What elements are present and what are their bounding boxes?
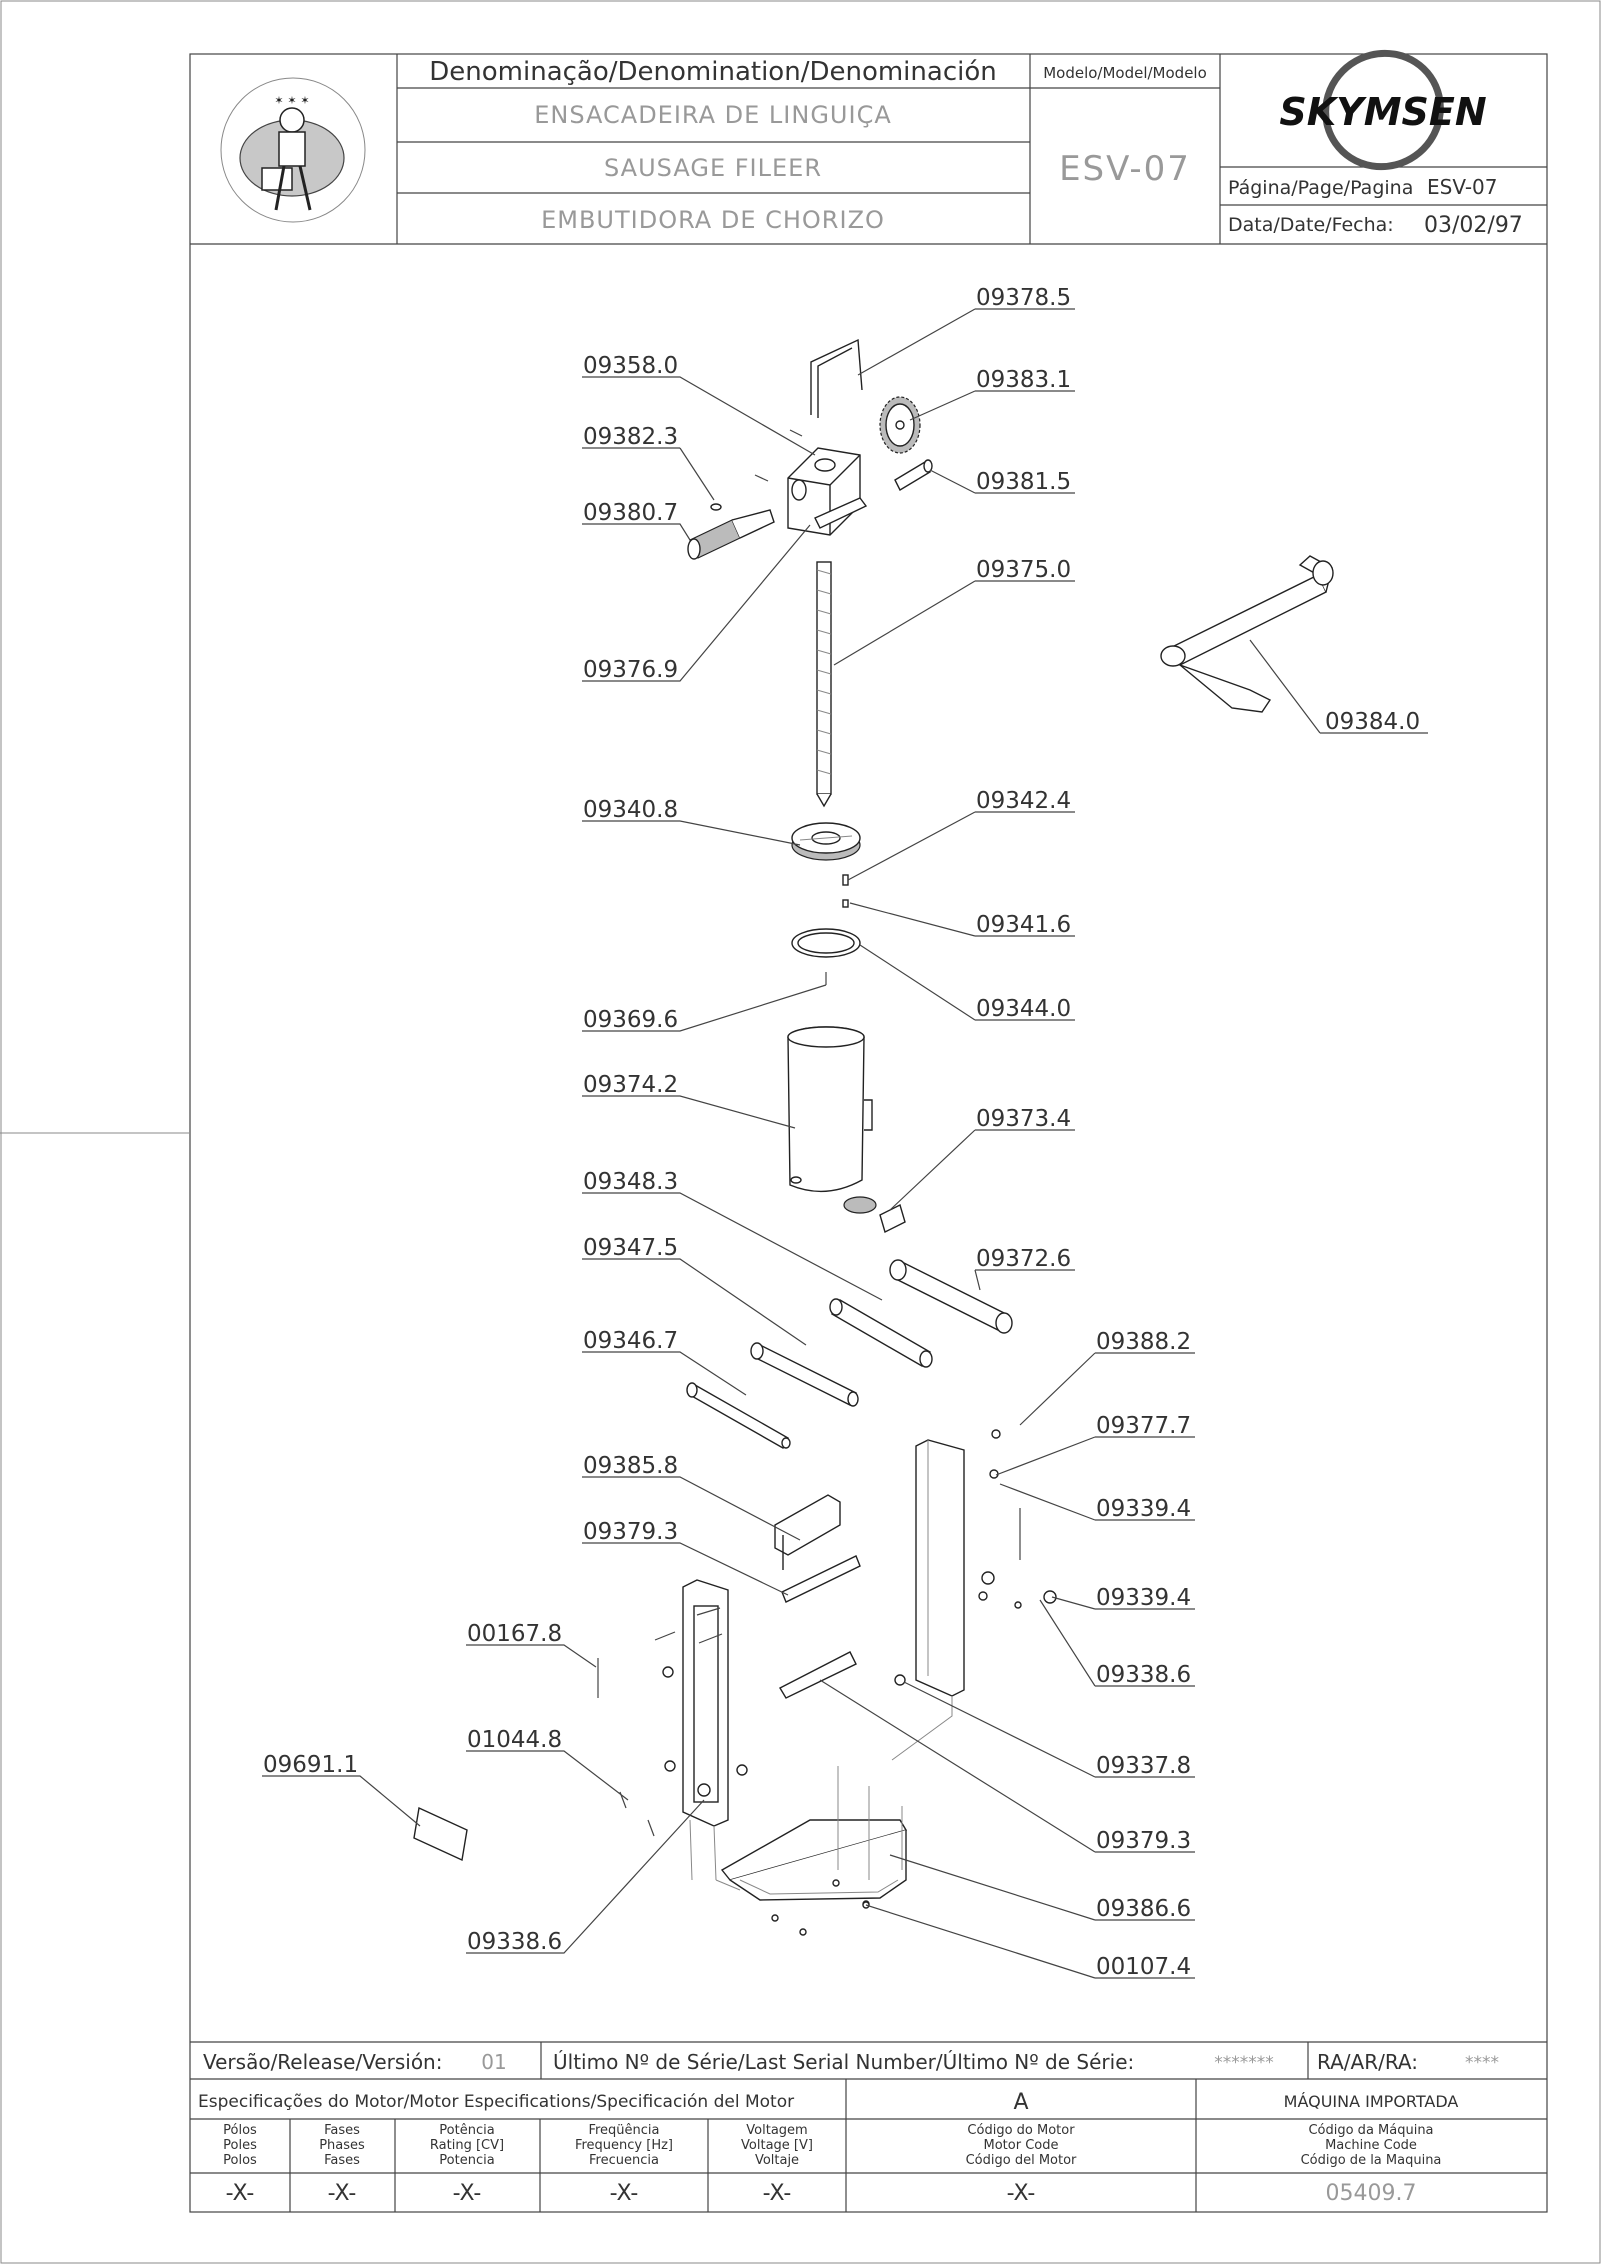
brand-name: SKYMSEN xyxy=(1279,90,1486,134)
col-header: Machine Code xyxy=(1325,2138,1417,2153)
skymsen-logo: SKYMSEN xyxy=(1279,49,1487,171)
col-value: -X- xyxy=(226,2181,255,2206)
imported-label: MÁQUINA IMPORTADA xyxy=(1284,2092,1459,2111)
col-header: Pólos xyxy=(223,2123,257,2138)
part-label: 09347.5 xyxy=(583,1235,678,1261)
part-label: 09384.0 xyxy=(1325,709,1420,735)
logo-lettering: ✶ ✶ ✶ xyxy=(274,94,309,107)
name-pt: ENSACADEIRA DE LINGUIÇA xyxy=(534,101,892,129)
col-header: Poles xyxy=(223,2138,257,2153)
col-header: Código da Máquina xyxy=(1308,2123,1433,2138)
col-header: Frequency [Hz] xyxy=(575,2138,673,2153)
serial-value: ******* xyxy=(1214,2053,1274,2073)
col-header: Fases xyxy=(324,2153,360,2168)
name-en: SAUSAGE FILEER xyxy=(604,154,822,182)
brand-swoosh-icon xyxy=(1322,49,1444,171)
col-header: Potencia xyxy=(439,2153,494,2168)
page-label: Página/Page/Pagina xyxy=(1228,177,1413,199)
version-label: Versão/Release/Versión: xyxy=(203,2050,442,2074)
part-label: 09382.3 xyxy=(583,424,678,450)
part-label: 09375.0 xyxy=(976,557,1071,583)
version-value: 01 xyxy=(481,2050,506,2074)
col-value: -X- xyxy=(1007,2181,1036,2206)
part-label: 09348.3 xyxy=(583,1169,678,1195)
col-header: Motor Code xyxy=(984,2138,1059,2153)
part-label: 09338.6 xyxy=(1096,1662,1191,1688)
col-header: Frecuencia xyxy=(589,2153,659,2168)
col-header: Voltage [V] xyxy=(741,2138,813,2153)
col-header: Código de la Maquina xyxy=(1301,2153,1442,2168)
authorized-service-logo: ✶ ✶ ✶ xyxy=(220,77,366,223)
parts-drawing xyxy=(413,338,1334,1936)
part-label: 09388.2 xyxy=(1096,1329,1191,1355)
date-label: Data/Date/Fecha: xyxy=(1228,214,1394,236)
part-label: 09372.6 xyxy=(976,1246,1071,1272)
part-label: 00167.8 xyxy=(467,1621,562,1647)
part-label: 09344.0 xyxy=(976,996,1071,1022)
col-header: Polos xyxy=(223,2153,257,2168)
col-header: Potência xyxy=(439,2123,494,2138)
part-label: 09376.9 xyxy=(583,657,678,683)
col-value: -X- xyxy=(453,2181,482,2206)
part-label: 09337.8 xyxy=(1096,1753,1191,1779)
title-block: ✶ ✶ ✶ Denominação/Denomination/Denominac… xyxy=(190,49,1547,245)
callout-leaders xyxy=(262,308,1428,1979)
part-label: 09374.2 xyxy=(583,1072,678,1098)
col-header: Voltagem xyxy=(746,2123,807,2138)
name-es: EMBUTIDORA DE CHORIZO xyxy=(541,206,885,234)
part-label: 09380.7 xyxy=(583,500,678,526)
part-label: 09338.6 xyxy=(467,1929,562,1955)
callout-labels: 09378.5 09358.0 09383.1 09382.3 09381.5 … xyxy=(263,285,1420,1980)
part-label: 09383.1 xyxy=(976,367,1071,393)
part-label: 09342.4 xyxy=(976,788,1071,814)
part-label: 09386.6 xyxy=(1096,1896,1191,1922)
page-value: ESV-07 xyxy=(1427,175,1498,199)
part-label: 09358.0 xyxy=(583,353,678,379)
col-header: Voltaje xyxy=(755,2153,799,2168)
part-label: 09381.5 xyxy=(976,469,1071,495)
col-header: Código do Motor xyxy=(967,2123,1075,2138)
part-label: 09339.4 xyxy=(1096,1585,1191,1611)
model-value: ESV-07 xyxy=(1059,149,1191,189)
nozzle-tubes xyxy=(686,1259,1013,1449)
ra-value: **** xyxy=(1465,2053,1499,2073)
part-label: 09373.4 xyxy=(976,1106,1071,1132)
part-label: 09346.7 xyxy=(583,1328,678,1354)
part-label: 09378.5 xyxy=(976,285,1071,311)
specification-table: Versão/Release/Versión: 01 Último Nº de … xyxy=(190,2041,1547,2212)
denomination-header: Denominação/Denomination/Denominación xyxy=(429,57,996,87)
part-label: 09340.8 xyxy=(583,797,678,823)
part-label: 09691.1 xyxy=(263,1752,358,1778)
part-label: 09379.3 xyxy=(583,1519,678,1545)
col-header: Phases xyxy=(319,2138,365,2153)
part-label: 09385.8 xyxy=(583,1453,678,1479)
col-header: Código del Motor xyxy=(966,2153,1077,2168)
model-header: Modelo/Model/Modelo xyxy=(1043,64,1207,82)
serial-label: Último Nº de Série/Last Serial Number/Úl… xyxy=(553,2050,1134,2074)
part-label: 09369.6 xyxy=(583,1007,678,1033)
part-label: 09377.7 xyxy=(1096,1413,1191,1439)
ra-label: RA/AR/RA: xyxy=(1317,2050,1418,2074)
col-header: Fases xyxy=(324,2123,360,2138)
date-value: 03/02/97 xyxy=(1424,213,1523,238)
part-label: 00107.4 xyxy=(1096,1954,1191,1980)
col-value: -X- xyxy=(328,2181,357,2206)
drawing-frame xyxy=(189,53,1548,2213)
col-value: -X- xyxy=(763,2181,792,2206)
part-label: 09339.4 xyxy=(1096,1496,1191,1522)
part-label: 09379.3 xyxy=(1096,1828,1191,1854)
part-label: 01044.8 xyxy=(467,1727,562,1753)
col-header: Rating [CV] xyxy=(430,2138,504,2153)
col-value: -X- xyxy=(610,2181,639,2206)
motor-spec-label: Especificações do Motor/Motor Especifica… xyxy=(198,2092,794,2112)
motor-letter: A xyxy=(1013,2090,1028,2115)
col-header: Freqüência xyxy=(588,2123,659,2138)
machine-code-value: 05409.7 xyxy=(1326,2181,1417,2206)
part-label: 09341.6 xyxy=(976,912,1071,938)
